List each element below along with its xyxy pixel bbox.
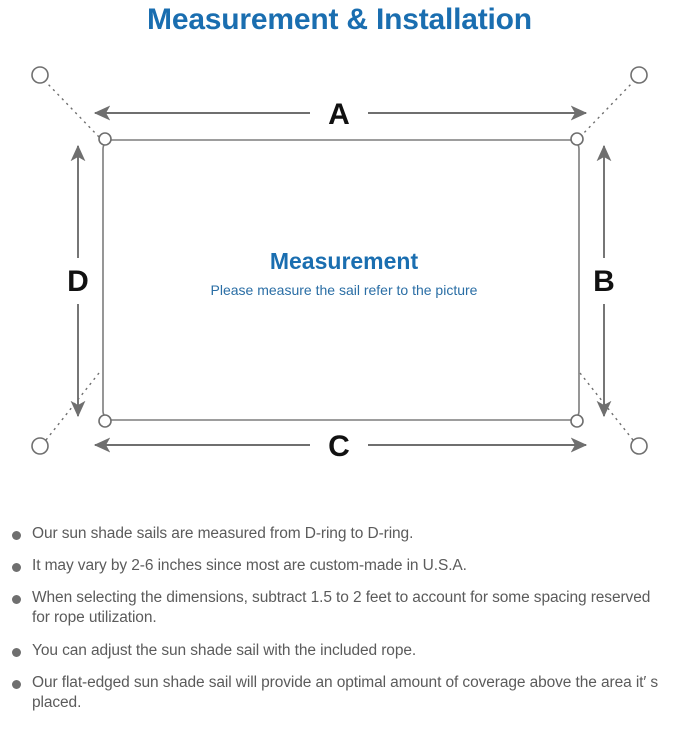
list-item: When selecting the dimensions, subtract … (0, 588, 679, 628)
anchor-bottom-left (31, 437, 49, 455)
d-ring-bottom-right (570, 414, 584, 428)
note-text: Our flat-edged sun shade sail will provi… (32, 673, 659, 711)
page-title: Measurement & Installation (147, 3, 532, 36)
note-text: It may vary by 2-6 inches since most are… (32, 557, 467, 575)
d-ring-icon (98, 132, 584, 428)
anchor-bottom-right (630, 437, 648, 455)
list-item: Our flat-edged sun shade sail will provi… (0, 673, 679, 713)
anchor-circle-icon (31, 66, 648, 455)
d-ring-top-right (570, 132, 584, 146)
dimension-label-c: C (328, 430, 350, 463)
bullet-icon (12, 531, 21, 540)
note-text: You can adjust the sun shade sail with t… (32, 641, 417, 659)
dotted-rope-line (45, 81, 634, 441)
dimension-label-d: D (67, 265, 89, 298)
d-ring-top-left (98, 132, 112, 146)
note-text: When selecting the dimensions, subtract … (32, 589, 651, 627)
sail-measurement-diagram: A C D B Measurement Please measure the s… (0, 46, 679, 516)
bullet-icon (12, 647, 21, 657)
bullet-icon (12, 595, 21, 605)
sail-rectangle (102, 139, 580, 421)
anchor-top-right (630, 66, 648, 84)
rope-top-right (579, 81, 634, 138)
note-text: Our sun shade sails are measured from D-… (32, 525, 414, 542)
list-item: Our sun shade sails are measured from D-… (0, 524, 679, 544)
notes-list: Our sun shade sails are measured from D-… (0, 524, 679, 739)
rope-bottom-right (579, 372, 634, 441)
bullet-icon (12, 679, 21, 689)
rope-top-left (45, 81, 100, 138)
dimension-label-a: A (328, 98, 350, 131)
dimension-label-b: B (593, 265, 615, 298)
rope-bottom-left (45, 372, 100, 441)
bullet-icon (12, 563, 21, 573)
list-item: It may vary by 2-6 inches since most are… (0, 556, 679, 576)
anchor-top-left (31, 66, 49, 84)
center-heading: Measurement (270, 248, 419, 274)
center-subtext: Please measure the sail refer to the pic… (211, 282, 478, 298)
list-item: You can adjust the sun shade sail with t… (0, 641, 679, 661)
d-ring-bottom-left (98, 414, 112, 428)
